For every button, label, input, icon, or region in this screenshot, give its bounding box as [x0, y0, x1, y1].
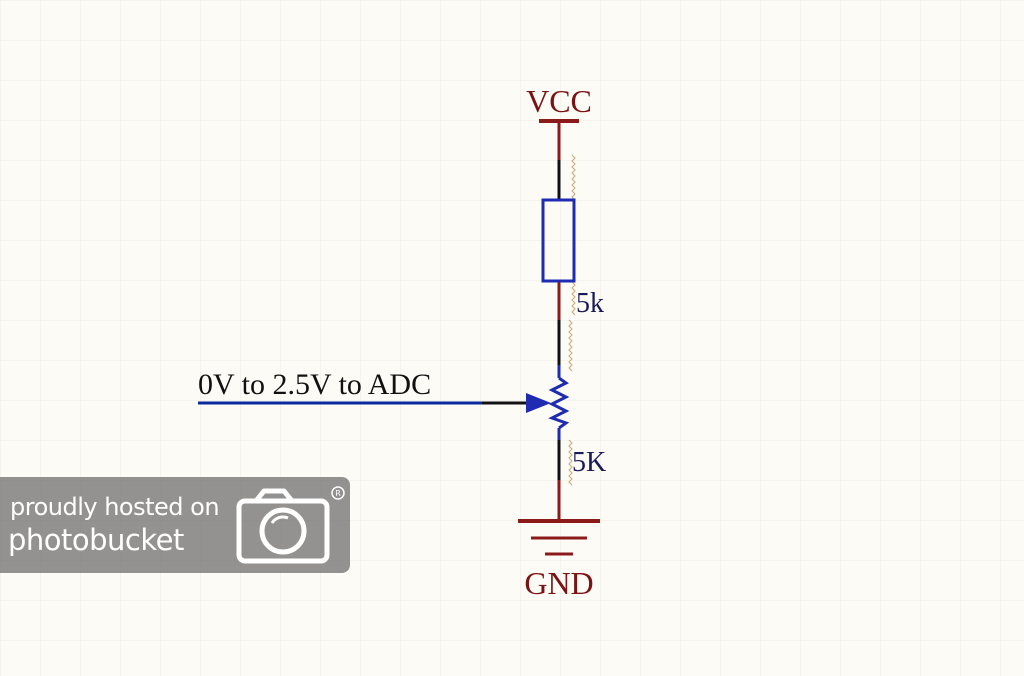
- watermark-line1: proudly hosted on: [10, 493, 220, 521]
- resistor-top-pin-marker: [571, 154, 576, 201]
- signal-wire[interactable]: [198, 393, 551, 413]
- potentiometer[interactable]: [548, 365, 570, 440]
- resistor[interactable]: [541, 198, 576, 320]
- pot-bottom-pin-marker: [568, 439, 573, 486]
- gnd-label: GND: [524, 565, 593, 601]
- watermark-line2: photobucket: [8, 523, 184, 557]
- resistor-value-label: 5k: [576, 288, 604, 319]
- pin-markers: [568, 154, 576, 486]
- resistor-bottom-pin-marker: [571, 281, 576, 316]
- pot-top-pin-marker: [568, 319, 573, 372]
- signal-net-label: 0V to 2.5V to ADC: [198, 368, 431, 401]
- svg-text:R: R: [335, 489, 341, 498]
- vcc-power-symbol[interactable]: [539, 119, 579, 160]
- ground-symbol[interactable]: [518, 480, 600, 556]
- potentiometer-value-label: 5K: [572, 447, 606, 478]
- camera-icon: R: [236, 486, 345, 564]
- photobucket-watermark: proudly hosted on photobucket R: [0, 477, 350, 573]
- wiper-arrow: [526, 393, 551, 413]
- vcc-label: VCC: [526, 83, 592, 119]
